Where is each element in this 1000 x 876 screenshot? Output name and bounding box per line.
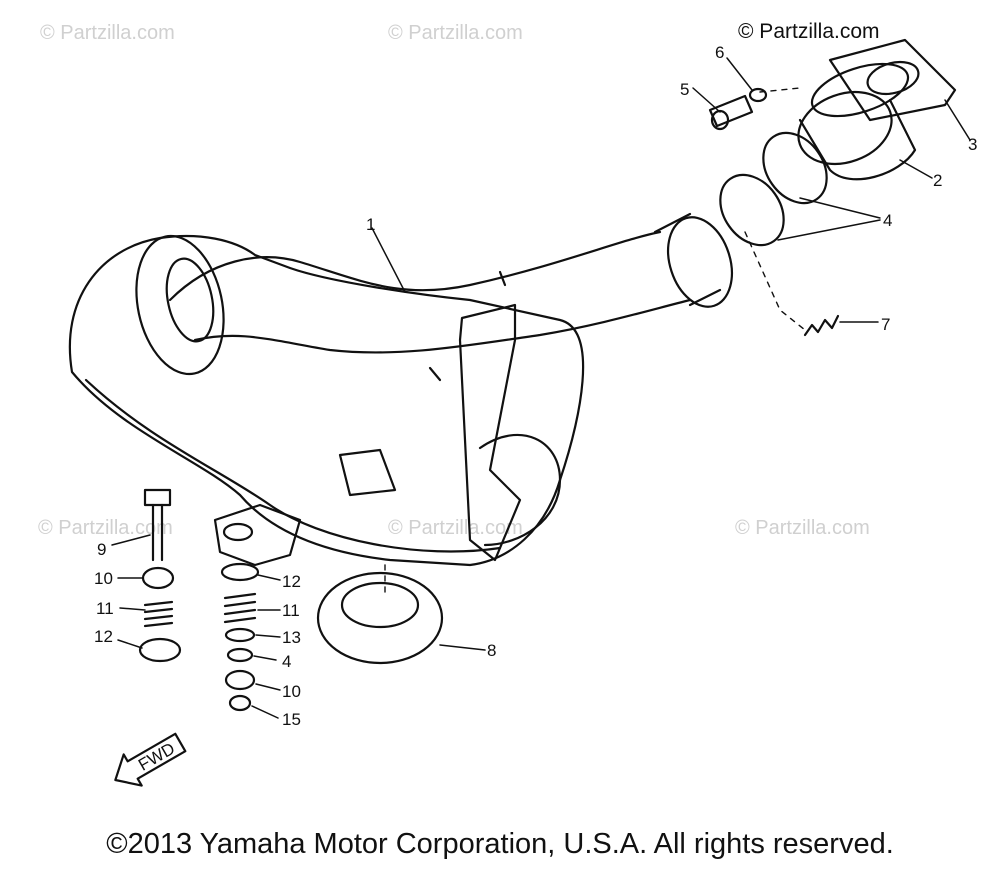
callout-8: 8 <box>487 641 496 660</box>
callout-4-center: 4 <box>282 652 291 671</box>
grommet-inner <box>340 581 420 629</box>
callout-1: 1 <box>366 215 375 234</box>
pipe-outlet <box>667 216 733 308</box>
part-12-washer-b <box>220 562 260 582</box>
callout-11: 11 <box>96 599 114 618</box>
mounting-bracket <box>213 503 302 567</box>
gasket-hole <box>866 60 920 96</box>
copyright-notice: ©2013 Yamaha Motor Corporation, U.S.A. A… <box>106 828 894 860</box>
part-3-gasket <box>828 38 957 122</box>
part-15-nut <box>228 694 252 712</box>
callout-10-center: 10 <box>282 682 301 701</box>
fwd-arrow-icon: FWD <box>114 732 187 787</box>
watermark: © Partzilla.com <box>388 517 523 539</box>
part-10-collar-b <box>224 669 256 691</box>
joint-outer <box>797 90 893 166</box>
part-9-bolt-head <box>143 488 172 507</box>
callout-9: 9 <box>97 540 106 559</box>
part-10-collar <box>141 566 175 590</box>
watermark-dark: © Partzilla.com <box>738 20 880 43</box>
part-4-ring-upper <box>762 131 828 205</box>
muffler-right-end <box>478 433 562 547</box>
callout-11-center: 11 <box>282 601 300 620</box>
center-fastener-stack <box>220 562 260 712</box>
callout-numbers: 1 2 3 4 5 6 7 8 9 10 11 12 12 11 13 4 10… <box>94 43 977 729</box>
part-11-spring <box>143 600 174 628</box>
part-7-spring <box>803 314 840 337</box>
part-4-ring-small <box>226 647 254 663</box>
callout-15: 15 <box>282 710 301 729</box>
part-11-spring-b <box>223 592 257 624</box>
bracket-hole <box>222 522 254 542</box>
part-2-joint <box>797 62 917 181</box>
joint-top <box>810 62 910 118</box>
muffler-end-cap <box>135 234 225 376</box>
pipe-outlet-edges <box>653 212 722 307</box>
alignment-lines <box>384 87 806 596</box>
watermark: © Partzilla.com <box>40 22 175 44</box>
bolt-shank <box>708 94 754 128</box>
leader-lines <box>111 57 971 719</box>
joint-body <box>798 98 917 181</box>
callout-12: 12 <box>94 627 113 646</box>
part-4-ring-lower <box>719 173 785 247</box>
callout-13: 13 <box>282 628 301 647</box>
grommet-outer <box>316 571 444 665</box>
callout-7: 7 <box>881 315 890 334</box>
callout-12-center: 12 <box>282 572 301 591</box>
part-12-washer <box>138 637 182 663</box>
callout-3: 3 <box>968 135 977 154</box>
callout-5: 5 <box>680 80 689 99</box>
callout-10: 10 <box>94 569 113 588</box>
exhaust-pipe-top <box>168 230 662 302</box>
part-9-bolt-shank <box>151 503 164 562</box>
watermark: © Partzilla.com <box>388 22 523 44</box>
part-13-ring <box>224 627 256 643</box>
muffler-label-plate <box>338 448 397 497</box>
muffler-assembly <box>68 212 733 567</box>
left-fastener-stack <box>138 488 182 663</box>
watermark: © Partzilla.com <box>38 517 173 539</box>
part-5-bolt <box>708 94 754 131</box>
callout-2: 2 <box>933 171 942 190</box>
part-6-washer <box>748 87 768 103</box>
part-8-grommet <box>316 571 444 665</box>
gasket-plate <box>828 38 957 122</box>
muffler-detail <box>428 270 507 382</box>
muffler-housing <box>68 234 585 567</box>
muffler-inlet-opening <box>165 257 215 343</box>
watermark: © Partzilla.com <box>735 517 870 539</box>
callout-6: 6 <box>715 43 724 62</box>
mounting-strap <box>458 303 522 562</box>
exhaust-pipe-bottom <box>193 298 692 354</box>
muffler-inner-edge <box>84 378 502 553</box>
callout-4: 4 <box>883 211 892 230</box>
